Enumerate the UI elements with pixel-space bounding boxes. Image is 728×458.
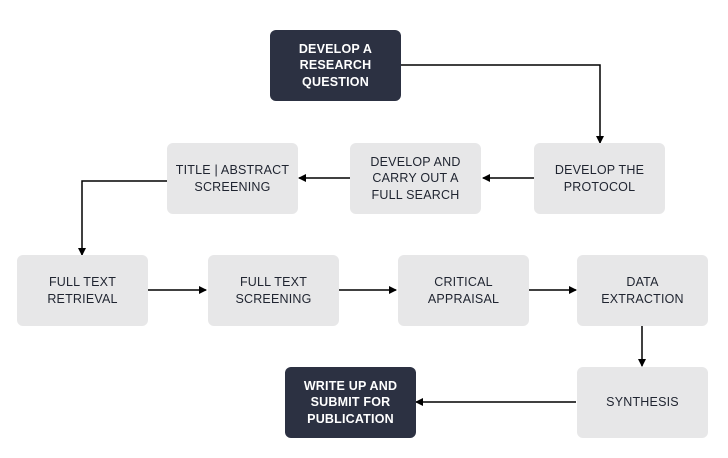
node-critical-appraisal: CRITICAL APPRAISAL bbox=[398, 255, 529, 326]
node-full-text-retrieval: FULL TEXT RETRIEVAL bbox=[17, 255, 148, 326]
node-label: DEVELOP AND CARRY OUT A FULL SEARCH bbox=[370, 154, 461, 202]
node-data-extraction: DATA EXTRACTION bbox=[577, 255, 708, 326]
arrow-question-to-protocol bbox=[401, 64, 604, 144]
node-label: SYNTHESIS bbox=[606, 395, 679, 410]
node-label: DEVELOP THE PROTOCOL bbox=[554, 163, 645, 194]
node-full-search: DEVELOP AND CARRY OUT A FULL SEARCH bbox=[350, 143, 481, 214]
node-develop-research-question: DEVELOP A RESEARCH QUESTION bbox=[270, 30, 401, 101]
node-full-text-screening: FULL TEXT SCREENING bbox=[208, 255, 339, 326]
node-synthesis: SYNTHESIS bbox=[577, 367, 708, 438]
node-label: TITLE | ABSTRACT SCREENING bbox=[175, 163, 290, 194]
arrow-screening-to-retrieval bbox=[78, 180, 167, 256]
node-label: FULL TEXT SCREENING bbox=[235, 275, 312, 306]
node-title-abstract-screening: TITLE | ABSTRACT SCREENING bbox=[167, 143, 298, 214]
node-write-up-submit: WRITE UP AND SUBMIT FOR PUBLICATION bbox=[285, 367, 416, 438]
node-develop-protocol: DEVELOP THE PROTOCOL bbox=[534, 143, 665, 214]
node-label: WRITE UP AND SUBMIT FOR PUBLICATION bbox=[303, 378, 398, 426]
node-label: FULL TEXT RETRIEVAL bbox=[47, 275, 118, 306]
node-label: CRITICAL APPRAISAL bbox=[427, 275, 500, 306]
node-label: DATA EXTRACTION bbox=[601, 275, 684, 306]
node-label: DEVELOP A RESEARCH QUESTION bbox=[298, 41, 373, 89]
